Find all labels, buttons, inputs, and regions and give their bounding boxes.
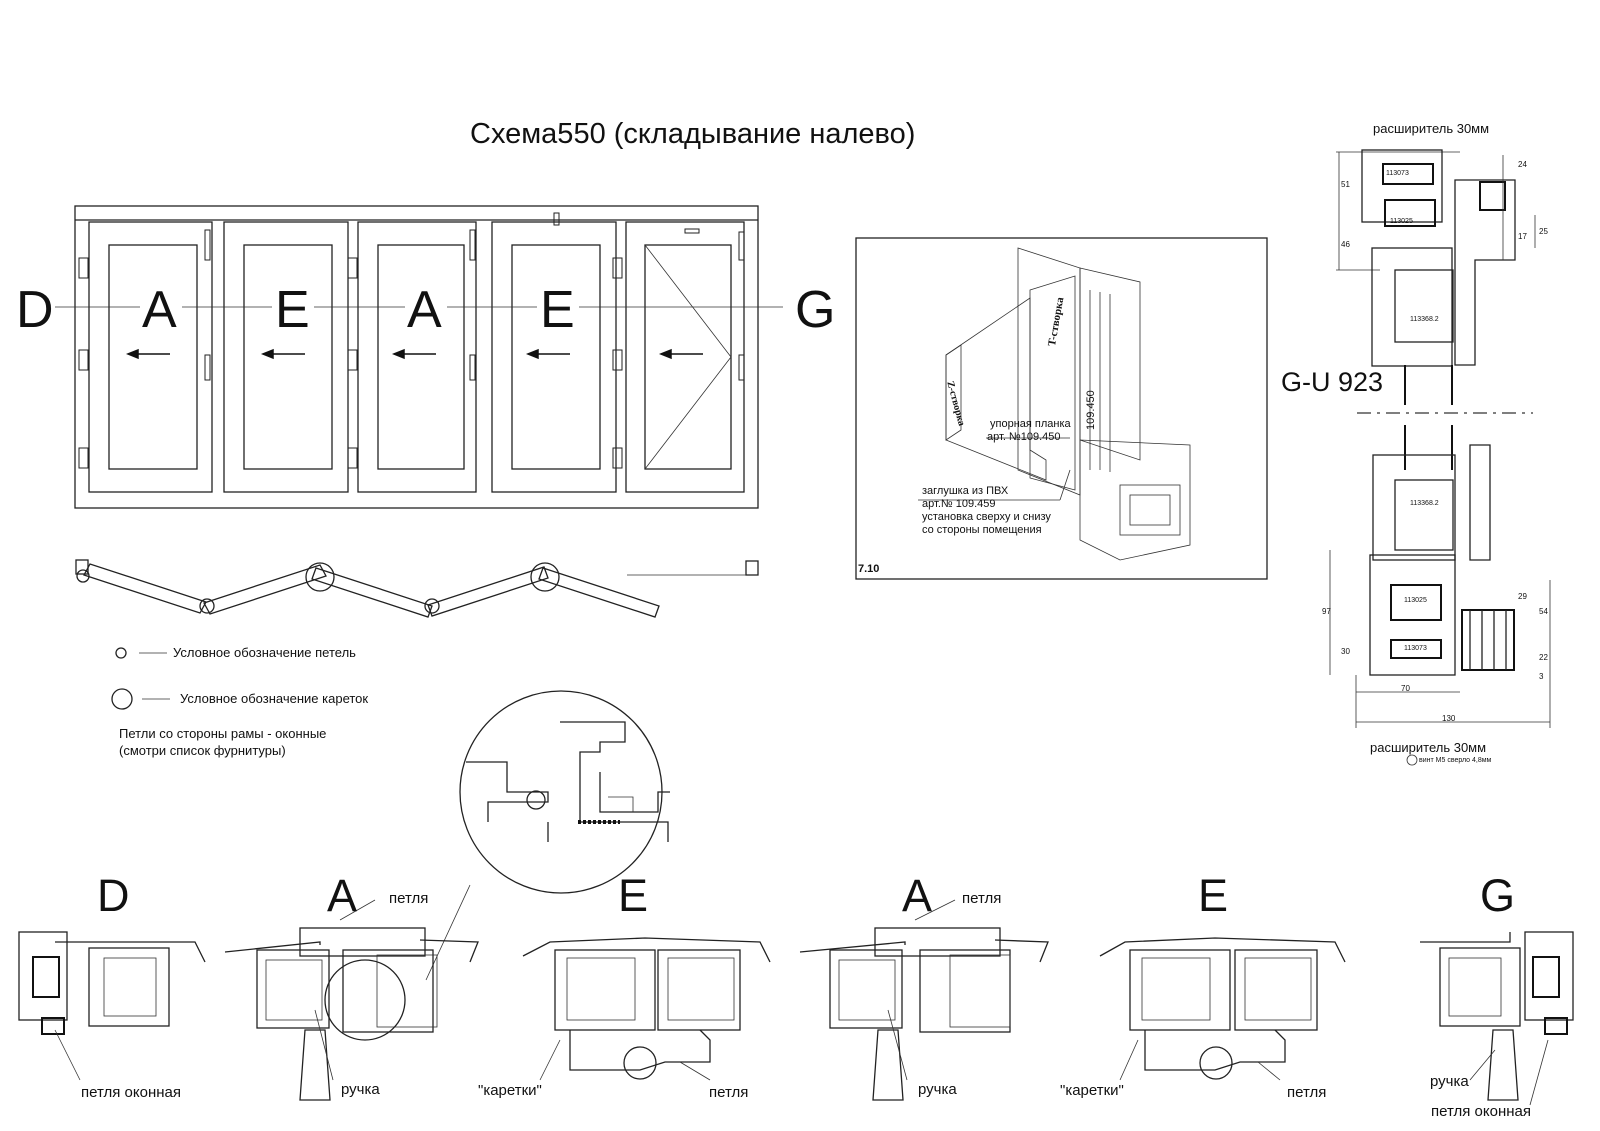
- dim-70: 70: [1401, 684, 1410, 693]
- screw-note: винт М5 сверло 4,8мм: [1419, 757, 1492, 764]
- plan-elevation: [55, 205, 783, 509]
- iso-fig-number: 7.10: [858, 563, 880, 575]
- profile-113073-bottom: 113073: [1404, 645, 1427, 652]
- plan-letter-e-1: E: [275, 281, 310, 339]
- iso-cap-3: установка сверху и снизу: [922, 511, 1051, 523]
- label-hinge-window-1: петля оконная: [81, 1084, 181, 1101]
- iso-detail-box: [855, 237, 1268, 580]
- profile-113025-top: 113025: [1390, 218, 1413, 225]
- label-handle-1: ручка: [341, 1081, 380, 1098]
- label-hinge-3: петля: [962, 890, 1002, 907]
- label-hinge-window-2: петля оконная: [1431, 1103, 1531, 1120]
- plan-letter-e-2: E: [540, 281, 575, 339]
- bottom-sections: [18, 899, 1574, 1106]
- iso-cap-2: арт.№ 109.459: [922, 498, 996, 510]
- dim-51: 51: [1341, 180, 1350, 189]
- gu-923-label: G-U 923: [1281, 367, 1384, 397]
- dim-24: 24: [1518, 160, 1527, 169]
- iso-stop-strip-1: упорная планка: [990, 418, 1071, 430]
- label-handle-2: ручка: [918, 1081, 957, 1098]
- dim-97: 97: [1322, 607, 1331, 616]
- zoom-callout: [425, 690, 670, 981]
- profile-113368-bottom: 113368.2: [1410, 500, 1439, 507]
- legend-note-line1: Петли со стороны рамы - оконные: [119, 726, 327, 741]
- legend-carriages: Условное обозначение кареток: [180, 691, 369, 706]
- profile-113368-top: 113368.2: [1410, 316, 1439, 323]
- dim-3: 3: [1539, 672, 1544, 681]
- plan-letter-g: G: [795, 281, 836, 339]
- label-carriages-2: "каретки": [1060, 1082, 1124, 1099]
- right-section-drawing: [1329, 149, 1551, 766]
- expander-top-label: расширитель 30мм: [1373, 121, 1490, 136]
- iso-code-vertical: 109.450: [1085, 390, 1097, 430]
- label-hinge-4: петля: [1287, 1084, 1327, 1101]
- legend-note-line2: (смотри список фурнитуры): [119, 743, 286, 758]
- plan-letter-a-1: A: [142, 281, 177, 339]
- label-carriages-1: "каретки": [478, 1082, 542, 1099]
- profile-113025-bottom: 113025: [1404, 597, 1427, 604]
- iso-stop-strip-2: арт. №109.450: [987, 431, 1061, 443]
- section-letter-d: D: [97, 870, 130, 921]
- label-hinge-2: петля: [709, 1084, 749, 1101]
- expander-bottom-label: расширитель 30мм: [1370, 740, 1487, 755]
- section-letter-a-2: A: [902, 870, 933, 921]
- dim-25: 25: [1539, 227, 1548, 236]
- dim-29: 29: [1518, 592, 1527, 601]
- folding-scheme: [75, 559, 759, 618]
- label-handle-3: ручка: [1430, 1073, 1469, 1090]
- iso-cap-4: со стороны помещения: [922, 524, 1042, 536]
- label-hinge-1: петля: [389, 890, 429, 907]
- section-letter-g: G: [1480, 870, 1516, 921]
- dim-46: 46: [1341, 240, 1350, 249]
- section-letter-a-1: A: [327, 870, 358, 921]
- profile-113073-top: 113073: [1386, 170, 1409, 177]
- dim-130: 130: [1442, 714, 1456, 723]
- legend-symbols: [111, 647, 170, 710]
- dim-30: 30: [1341, 647, 1350, 656]
- plan-letter-d: D: [16, 281, 54, 339]
- plan-letter-a-2: A: [407, 281, 442, 339]
- legend-hinges: Условное обозначение петель: [173, 645, 356, 660]
- dim-54: 54: [1539, 607, 1548, 616]
- dim-22: 22: [1539, 653, 1548, 662]
- dim-17: 17: [1518, 232, 1527, 241]
- iso-cap-1: заглушка из ПВХ: [922, 485, 1009, 497]
- section-letter-e-1: E: [618, 870, 649, 921]
- section-letter-e-2: E: [1198, 870, 1229, 921]
- drawing-title: Схема550 (складывание налево): [470, 118, 916, 150]
